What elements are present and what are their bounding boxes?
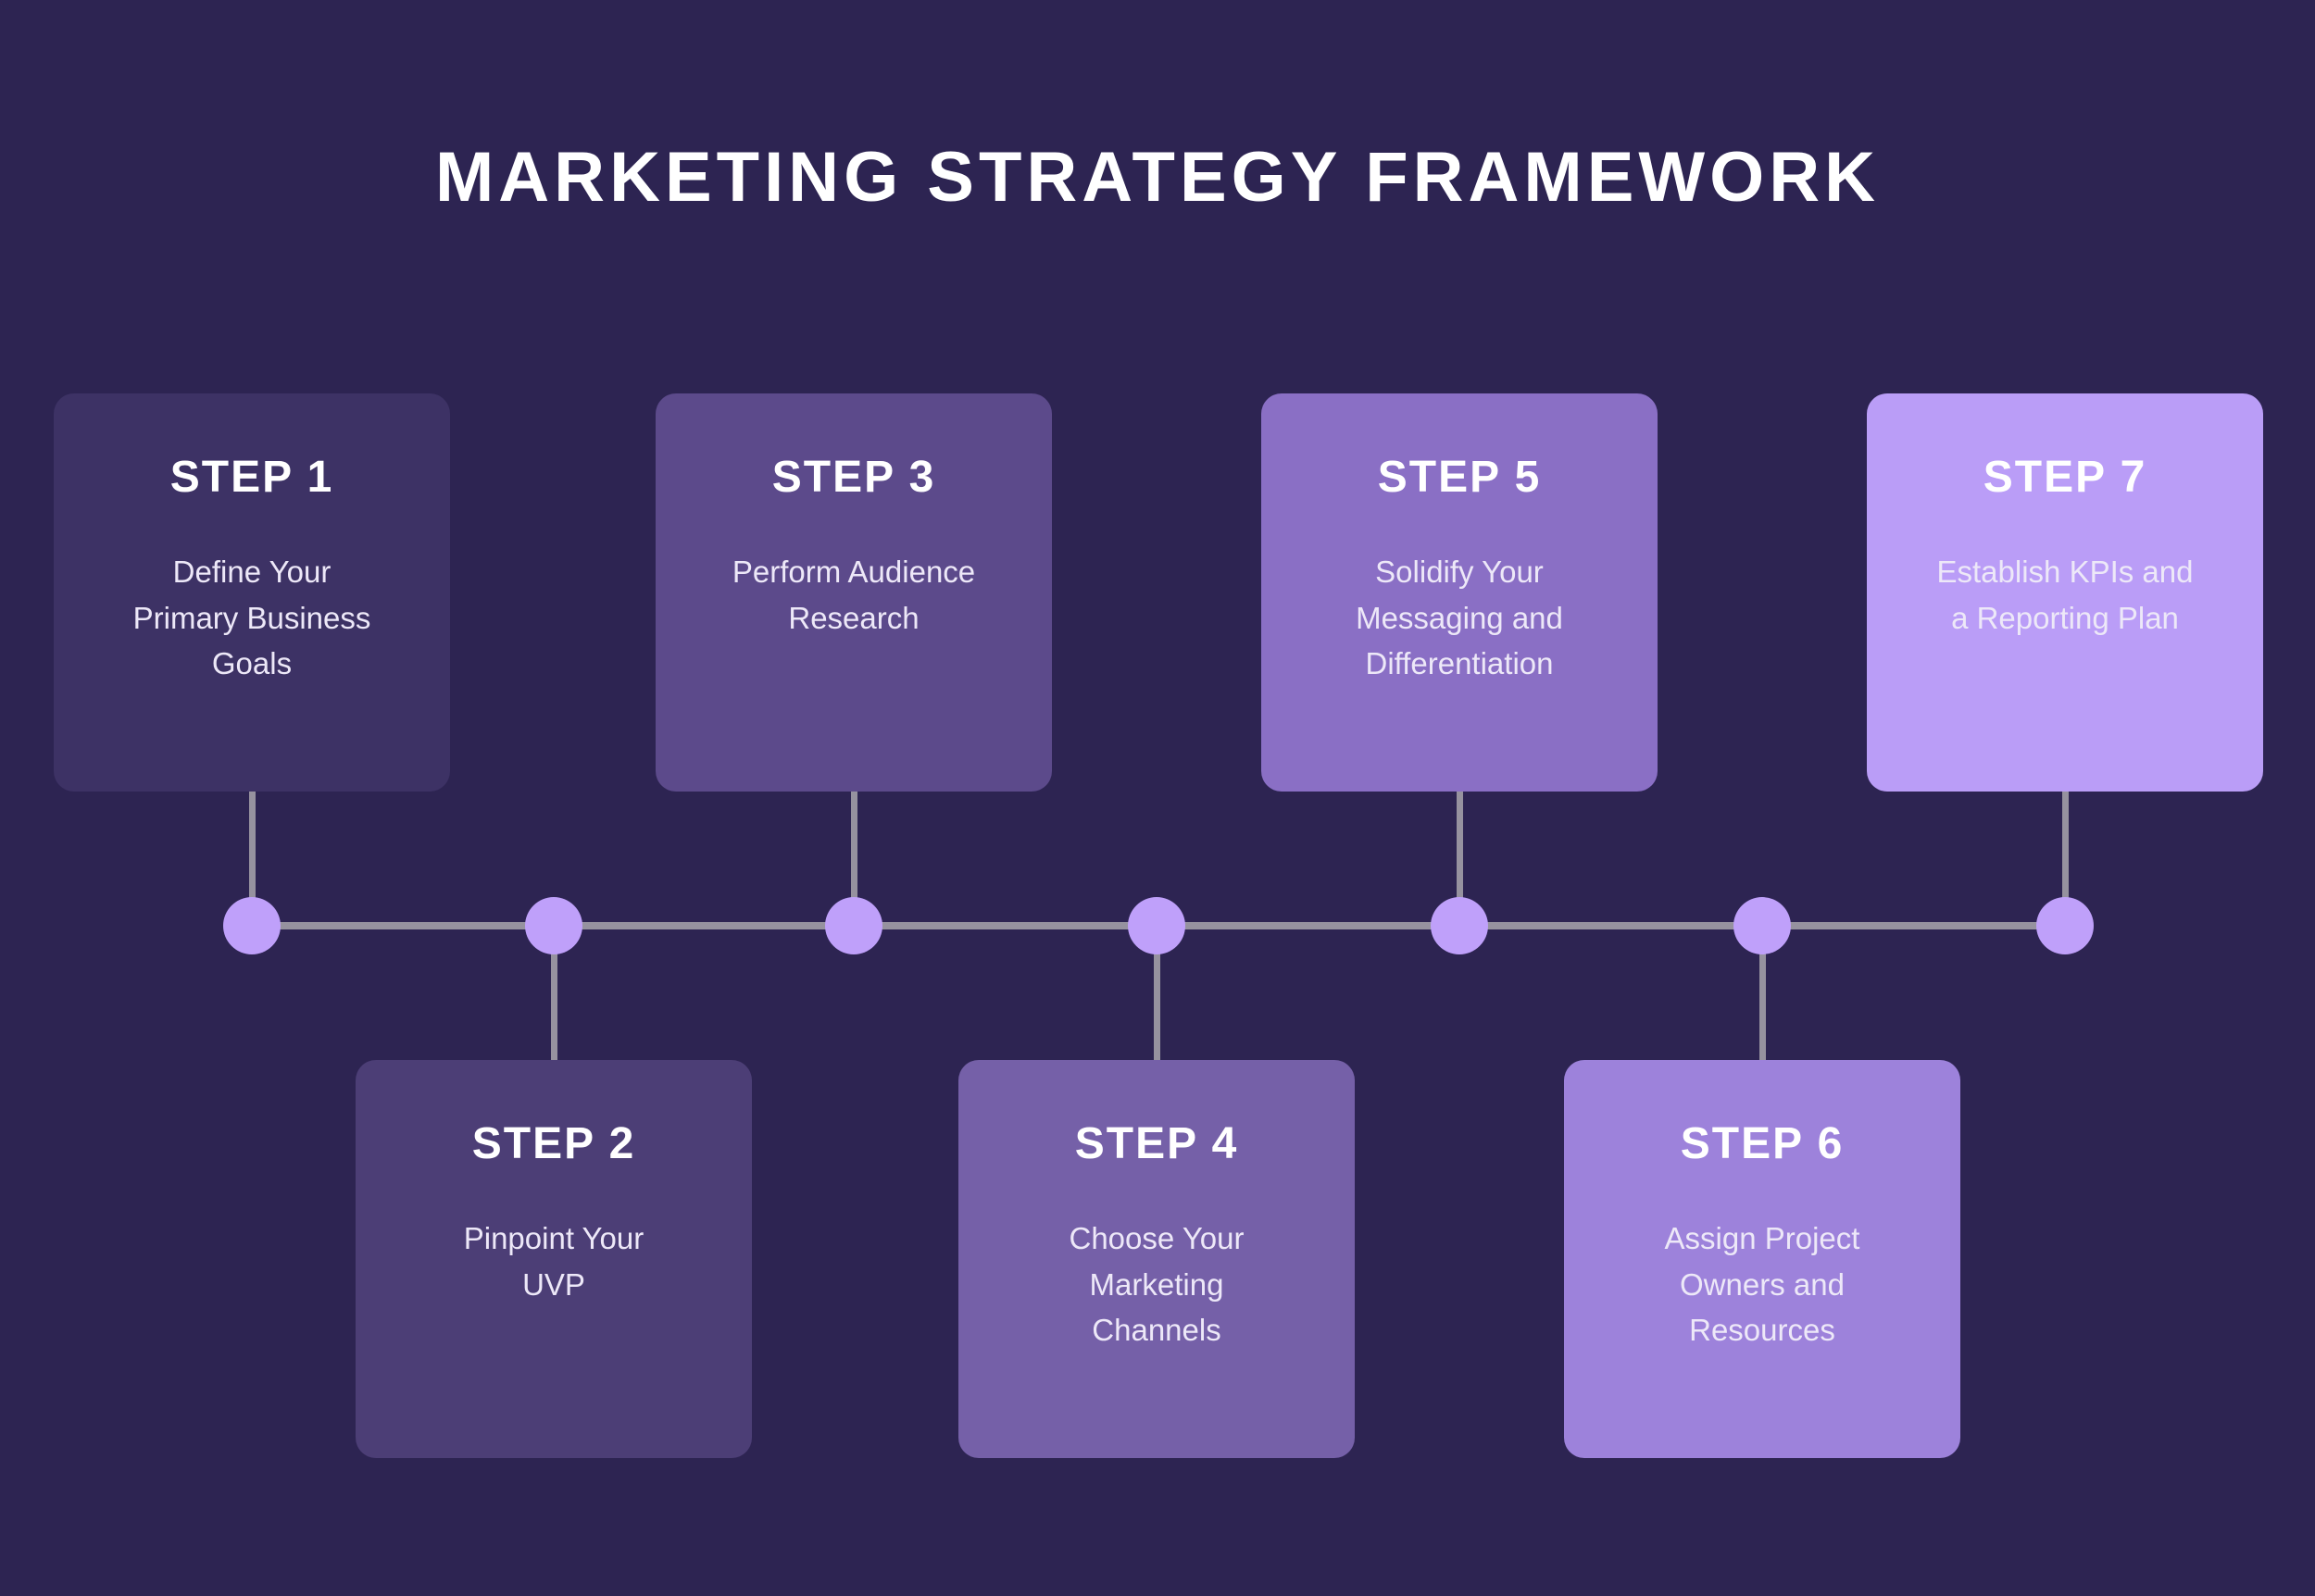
step-label: STEP 4 (1074, 1119, 1239, 1168)
step-label: STEP 1 (169, 453, 334, 502)
step-label: STEP 6 (1680, 1119, 1845, 1168)
timeline-dot (1431, 897, 1488, 954)
step-card-4: STEP 4 Choose Your Marketing Channels (958, 1060, 1355, 1458)
step-card-7: STEP 7 Establish KPIs and a Reporting Pl… (1867, 393, 2263, 792)
timeline-dot (1733, 897, 1791, 954)
step-description: Define Your Primary Business Goals (132, 555, 371, 681)
connector-line (2062, 791, 2069, 926)
step-card-5: STEP 5 Solidify Your Messaging and Diffe… (1261, 393, 1658, 792)
step-card-2: STEP 2 Pinpoint Your UVP (356, 1060, 752, 1458)
connector-line (1759, 926, 1766, 1061)
step-card-1: STEP 1 Define Your Primary Business Goal… (54, 393, 450, 792)
connector-line (851, 791, 857, 926)
step-description: Establish KPIs and a Reporting Plan (1936, 555, 2194, 635)
connector-line (551, 926, 557, 1061)
step-card-3: STEP 3 Perform Audience Research (656, 393, 1052, 792)
step-description: Perform Audience Research (732, 555, 976, 635)
step-description: Pinpoint Your UVP (463, 1221, 644, 1302)
step-label: STEP 5 (1377, 453, 1542, 502)
step-label: STEP 7 (1983, 453, 2147, 502)
step-label: STEP 3 (771, 453, 936, 502)
connector-line (1154, 926, 1160, 1061)
timeline-dot (525, 897, 582, 954)
timeline-dot (1128, 897, 1185, 954)
connector-line (249, 791, 256, 926)
timeline-dot (825, 897, 882, 954)
page-title: MARKETING STRATEGY FRAMEWORK (434, 138, 1881, 217)
step-description: Solidify Your Messaging and Differentiat… (1356, 555, 1563, 681)
step-label: STEP 2 (471, 1119, 636, 1168)
step-description: Choose Your Marketing Channels (1069, 1221, 1245, 1348)
timeline-dot (223, 897, 281, 954)
step-description: Assign Project Owners and Resources (1664, 1221, 1860, 1348)
timeline-dot (2036, 897, 2094, 954)
step-card-6: STEP 6 Assign Project Owners and Resourc… (1564, 1060, 1960, 1458)
connector-line (1457, 791, 1463, 926)
